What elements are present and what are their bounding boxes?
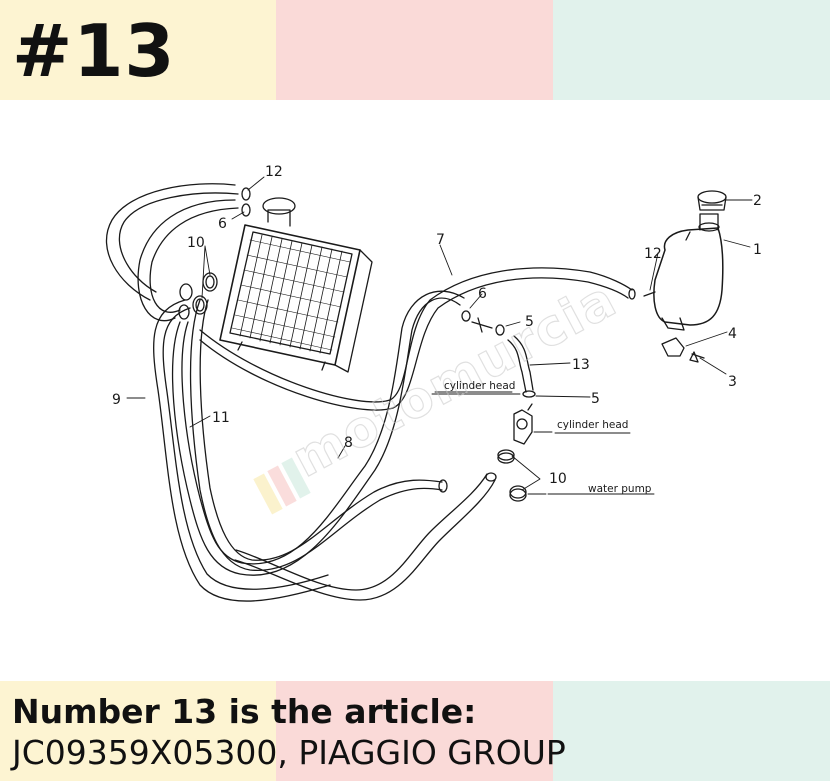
callout-12-tank: 12 [644, 246, 662, 262]
thermostat-housing [513, 403, 533, 445]
header-band [0, 0, 830, 100]
hose-13 [507, 335, 536, 398]
callout-13: 13 [572, 357, 590, 373]
hose-upper-outer [137, 199, 239, 322]
note-cylinder-head-lower: cylinder head [557, 419, 628, 431]
clamp-12-6-radiator [178, 187, 251, 320]
watermark-stripe-yellow [253, 473, 283, 515]
clamp-10-left [192, 272, 218, 315]
callout-6-centre: 6 [478, 286, 487, 302]
clamp-10-right [497, 449, 527, 502]
hose-water-pump [234, 472, 497, 601]
footer-band-pink [276, 681, 553, 781]
tank-cap [697, 190, 727, 211]
note-cylinder-head-upper: cylinder head [444, 380, 515, 392]
callout-3: 3 [728, 374, 737, 390]
radiator [219, 197, 373, 373]
callout-2: 2 [753, 193, 762, 209]
callout-12-top: 12 [265, 164, 283, 180]
header-band-mint [553, 0, 830, 100]
footer-heading: Number 13 is the article: [12, 692, 477, 731]
watermark-stripe-mint [281, 457, 311, 499]
note-water-pump: water pump [588, 483, 652, 495]
bracket-4 [661, 337, 685, 357]
leader-lines [126, 176, 753, 495]
callout-8: 8 [344, 435, 353, 451]
part-number-title: #13 [12, 9, 176, 93]
expansion-tank [643, 213, 724, 331]
header-band-yellow [0, 0, 276, 100]
callout-1: 1 [753, 242, 762, 258]
tee-fitting [461, 310, 505, 336]
hose-9 [106, 183, 239, 301]
hose-11 [153, 299, 331, 602]
footer-article-code: JC09359X05300, PIAGGIO GROUP [12, 733, 566, 772]
callout-9: 9 [112, 392, 121, 408]
screw-3 [689, 351, 705, 363]
callout-4: 4 [728, 326, 737, 342]
cooling-system-diagram: motomurcia 12 6 10 9 11 8 7 6 5 13 5 10 … [106, 164, 762, 602]
callout-10-left: 10 [187, 235, 205, 251]
callout-10-right: 10 [549, 471, 567, 487]
footer-band [0, 681, 830, 781]
hose-lower-return [189, 299, 448, 571]
footer-band-mint [553, 681, 830, 781]
footer-band-yellow [0, 681, 276, 781]
header-band-pink [276, 0, 553, 100]
callout-11: 11 [212, 410, 230, 426]
callout-6-left: 6 [218, 216, 227, 232]
hose-7 [199, 267, 636, 411]
callout-5-lower: 5 [591, 391, 600, 407]
callout-5-upper: 5 [525, 314, 534, 330]
callout-7: 7 [436, 232, 445, 248]
watermark-stripe-pink [267, 465, 297, 507]
